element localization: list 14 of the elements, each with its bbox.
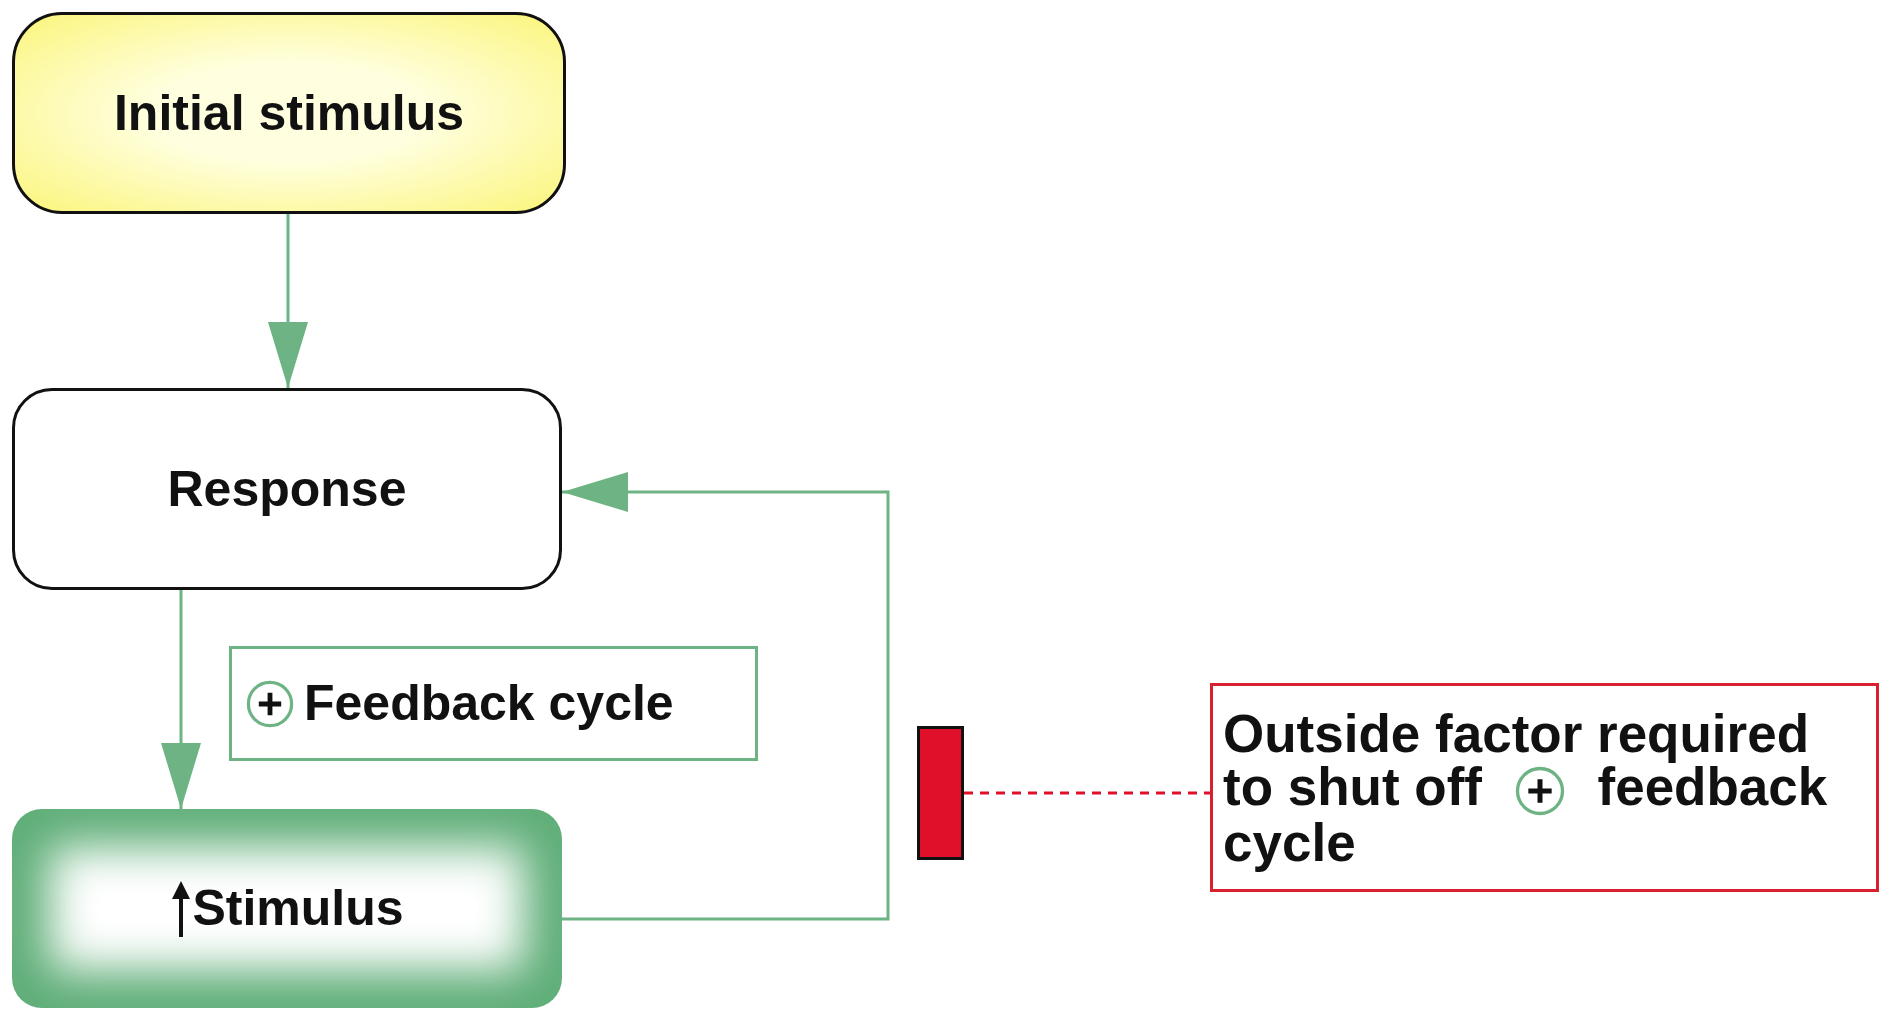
label-box [229,646,758,761]
inhibitor-bar [917,726,964,860]
dashed-connector [964,791,1210,795]
node-label: Stimulus [192,881,404,936]
process-box [12,809,562,1008]
node-label: Initial stimulus [113,85,465,141]
process-box [12,388,562,590]
start-box [12,12,566,214]
arrow [161,590,201,809]
node-label: Feedback cycle [304,676,674,731]
arrow [562,472,890,921]
note-box [1210,683,1879,892]
arrow [268,214,308,388]
node-label: Response [167,461,407,517]
